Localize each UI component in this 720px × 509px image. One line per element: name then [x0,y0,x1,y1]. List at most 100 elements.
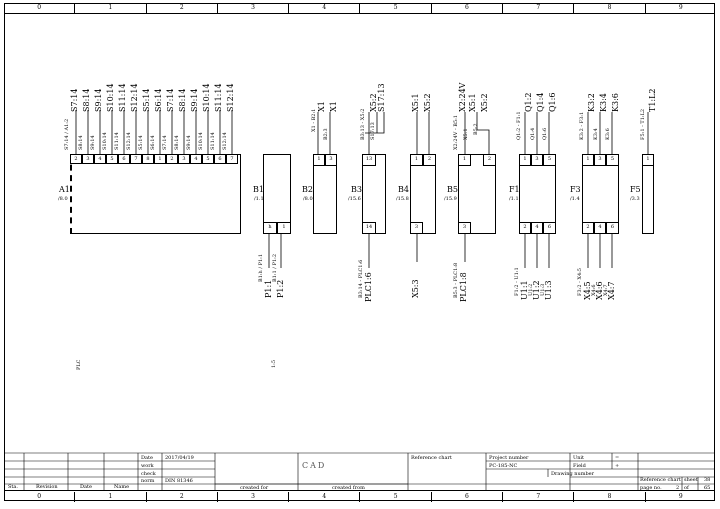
device-ref: /1.1 [254,196,264,202]
pin: 7 [226,154,238,164]
device-b2[interactable] [313,154,337,234]
device-b5[interactable] [458,154,496,234]
device-ref: /8.0 [58,196,68,202]
of-label: of [684,485,689,491]
pin: 4 [190,154,202,164]
revision-label: Revision [36,484,58,490]
pin: 3 [594,154,606,166]
pin: 2 [483,154,496,166]
pin: 1 [519,154,531,166]
name-col-label: Name [114,484,130,490]
pin: 5 [106,154,118,164]
pin: 2 [166,154,178,164]
pin: 3 [531,154,543,166]
device-tag: A1 [59,185,70,194]
ref-chart-sheet-label: Reference chart [640,477,681,483]
device-tag: B5 [447,185,458,194]
pin: 3 [410,222,423,234]
device-b4[interactable] [410,154,436,234]
pin: 3 [458,222,471,234]
device-b3[interactable] [362,154,386,234]
pin: h [263,222,277,234]
pin: 5 [202,154,214,164]
project-number-label: Project number [489,455,529,461]
zone-ruler-top: 0 1 2 3 4 5 6 7 8 9 [4,3,716,13]
device-tag: B4 [398,185,409,194]
device-ref: /1.1 [509,196,519,202]
pin: 4 [594,222,606,234]
pin: 2 [70,154,82,164]
pin: 1 [154,154,166,164]
zone-label: 9 [644,492,716,502]
pin: 2 [582,222,594,234]
pin: 5 [543,154,556,166]
field-label: Field [573,463,586,469]
pin: 3 [325,154,337,166]
pin: 1 [642,154,654,166]
pin: 3 [178,154,190,164]
pin: 6 [543,222,556,234]
device-f1[interactable] [519,154,556,234]
pin: 6 [606,222,619,234]
pin: 1 [458,154,471,166]
page-value: 2 [676,485,680,491]
device-a1[interactable] [70,154,241,234]
device-tag: F3 [570,185,581,194]
work-label: work [141,463,154,469]
pin: 14 [362,222,376,234]
device-ref: /15.8 [396,196,409,202]
zone-label: 0 [37,4,42,11]
zone-label: 5 [359,3,430,13]
sheet-label: sheet [684,477,698,483]
device-tag: B3 [351,185,362,194]
zone-ruler-bottom: 0 1 2 3 4 5 6 7 8 9 [4,492,716,502]
zone-label: 7 [502,3,573,13]
norm-value: DIN 81346 [165,478,193,484]
date-label: Date [141,455,153,461]
pin: 2 [519,222,531,234]
sheet-value: 38 [704,477,711,483]
zone-label: 3 [216,492,288,502]
pin: 1 [410,154,423,166]
page-label: page no. [640,485,662,491]
zone-label: 0 [37,493,42,500]
zone-label: 7 [502,492,573,502]
reference-chart: Reference chart [411,455,452,461]
zone-label: 1 [74,3,145,13]
date-value: 2017/04/19 [165,455,194,461]
zone-label: 8 [573,492,644,502]
device-ref: /8.0 [303,196,313,202]
device-f3[interactable] [582,154,619,234]
device-ref: /15.6 [348,196,361,202]
zone-label: 6 [430,3,502,13]
zone-label: 9 [644,3,716,13]
pin: 1 [277,222,291,234]
pin: 4 [531,222,543,234]
zone-label: 2 [145,492,217,502]
zone-label: 6 [430,492,502,502]
zone-label: 5 [359,492,430,502]
pin: 8 [142,154,154,164]
field-value: + [615,463,620,469]
created-for: created for [240,485,269,491]
device-b1[interactable] [263,154,291,234]
inner-border [4,13,715,491]
device-tag: B1 [253,185,264,194]
pin: 1 [313,154,325,166]
check-label: check [141,471,156,477]
zone-label: 4 [288,492,359,502]
device-ref: /15.9 [444,196,457,202]
pin: 2 [423,154,436,166]
zone-label: 2 [145,3,217,13]
pin: 6 [214,154,226,164]
pin: 7 [130,154,142,164]
of-value: 65 [704,485,711,491]
date-col-label: Date [80,484,92,490]
unit-label: Unit [573,455,585,461]
project-number: PC-185-NC [489,463,518,469]
device-ref: /1.4 [570,196,580,202]
sta-label: Sta. [8,484,19,490]
drawing-number-label: Drawing number [551,471,595,477]
